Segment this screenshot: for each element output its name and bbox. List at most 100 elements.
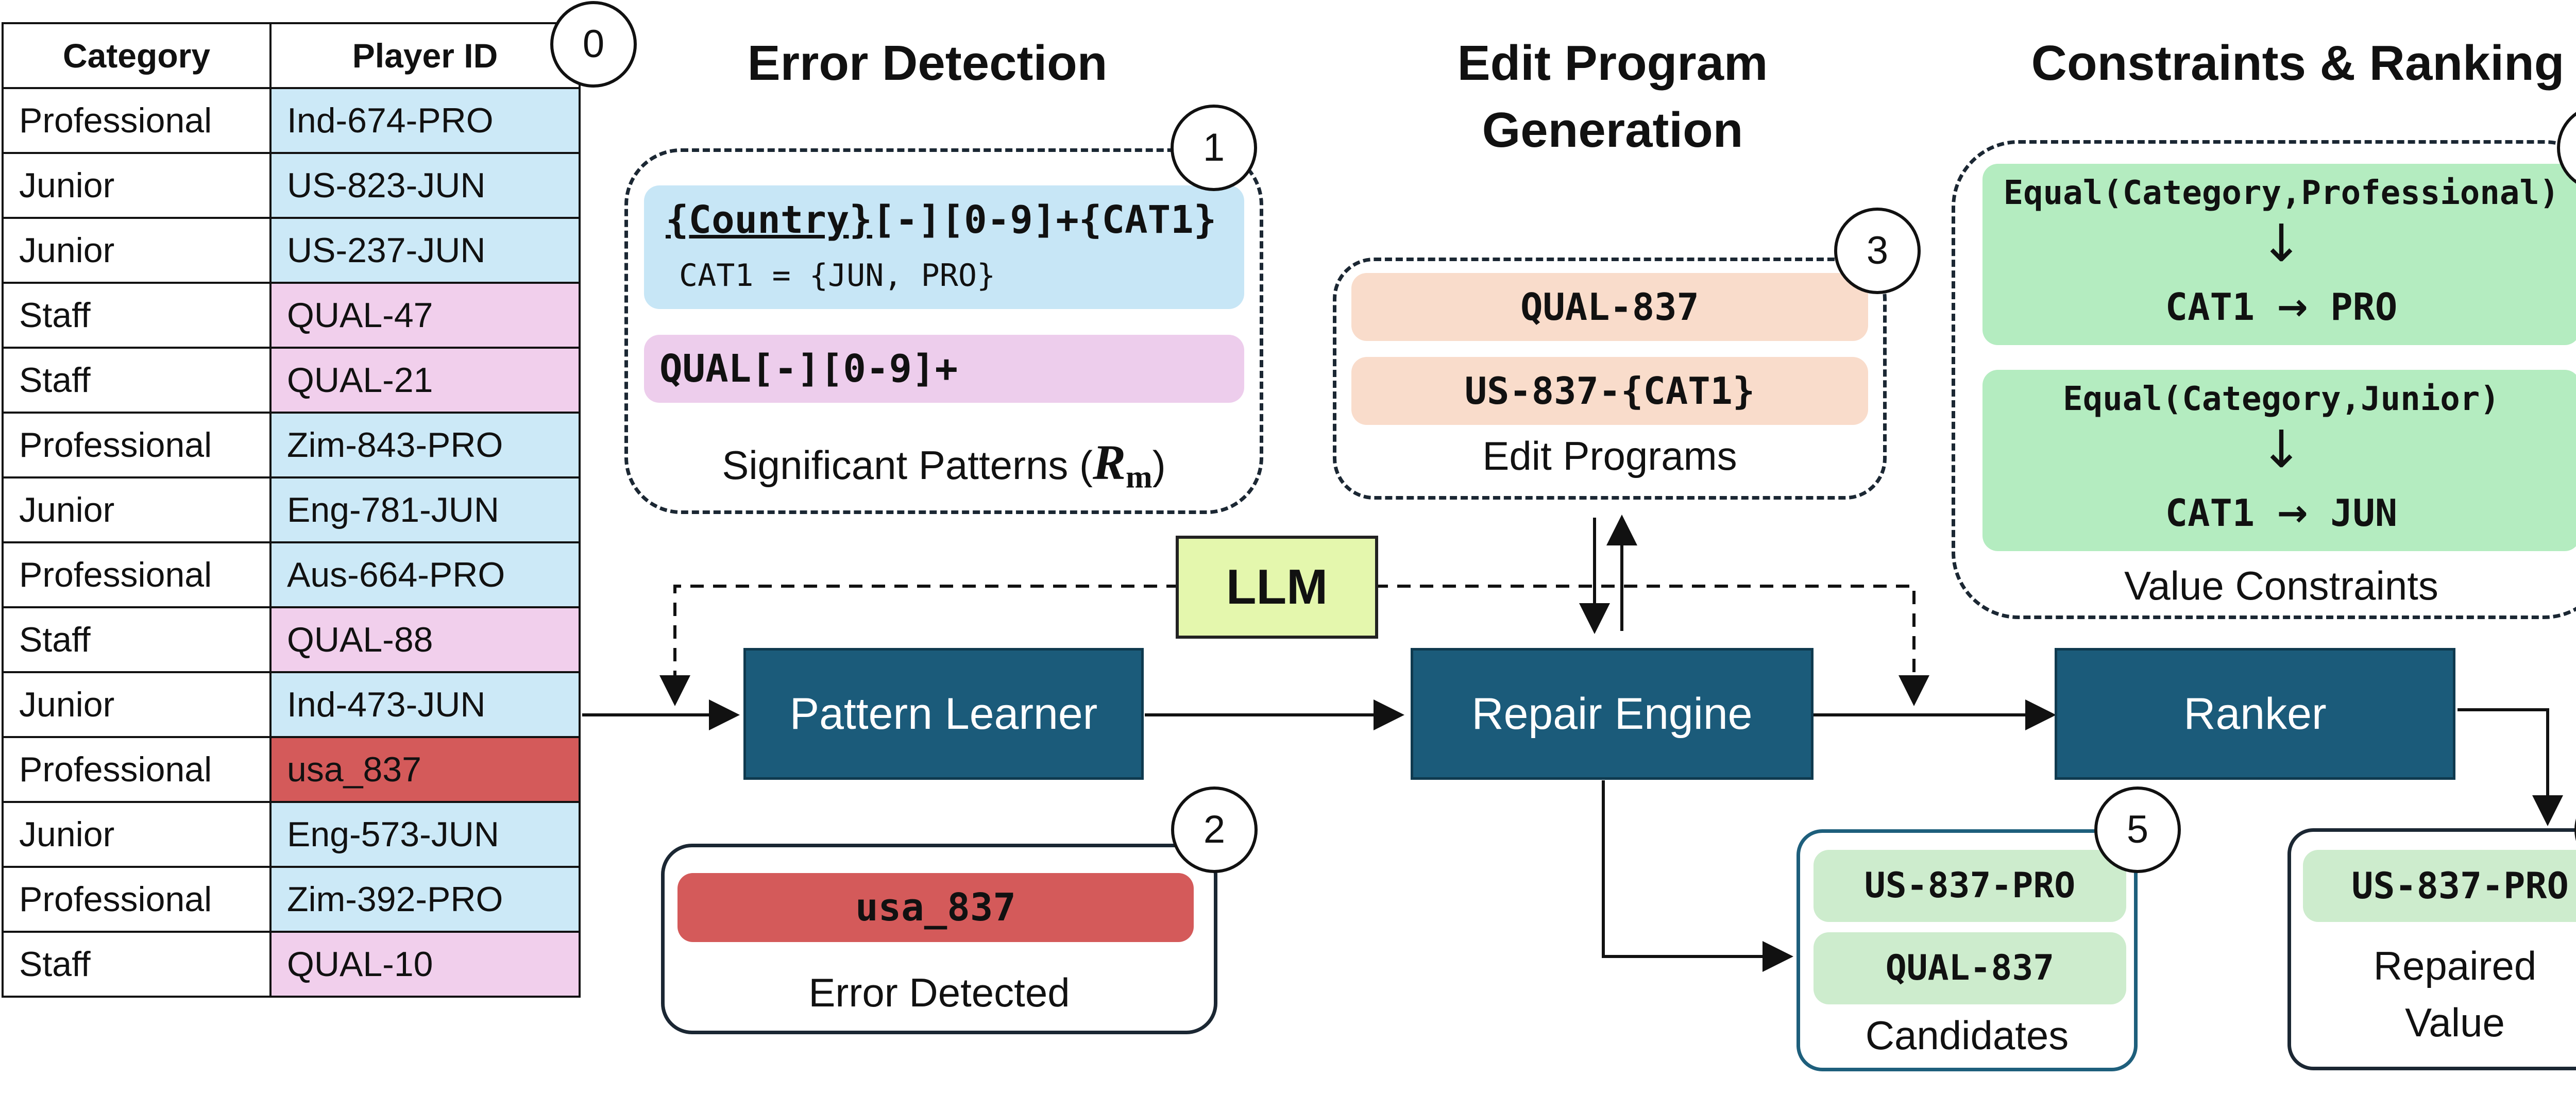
- edit-programs-caption: Edit Programs: [1482, 433, 1737, 478]
- candidate-chip-1: US-837-PRO: [1814, 850, 2126, 922]
- significant-patterns-group: [624, 148, 1263, 514]
- player-id-cell: Zim-392-PRO: [269, 866, 581, 933]
- heading-edit-program-line1: Edit Program: [1457, 36, 1768, 91]
- category-cell: Professional: [2, 866, 272, 933]
- caption-symbol-r: R: [1093, 435, 1126, 490]
- category-cell: Junior: [2, 217, 272, 284]
- arrow-engine-to-candidates: [1602, 780, 1793, 972]
- repaired-caption-line2: Value: [2405, 1000, 2505, 1045]
- arrow-ranker-to-repaired: [2458, 708, 2563, 826]
- player-id-cell: Ind-473-JUN: [269, 671, 581, 738]
- category-cell: Staff: [2, 347, 272, 414]
- category-cell: Junior: [2, 476, 272, 543]
- constraint-condition-professional: Equal(Category,Professional): [2003, 174, 2560, 212]
- edit-program-chip-1: QUAL-837: [1351, 273, 1868, 341]
- player-id-cell: Eng-781-JUN: [269, 476, 581, 543]
- heading-error-detection: Error Detection: [747, 36, 1108, 91]
- constraint-condition-junior: Equal(Category,Junior): [2063, 380, 2500, 418]
- pattern-chip-qual: QUAL[-][0-9]+: [644, 335, 1244, 403]
- player-id-cell: US-823-JUN: [269, 152, 581, 219]
- candidate-chip-2: QUAL-837: [1814, 932, 2126, 1004]
- constraint-result-professional: CAT1 → PRO: [1982, 285, 2576, 329]
- right-arrow-icon: →: [2277, 285, 2308, 329]
- edit-programs-group: [1333, 258, 1887, 500]
- arrow-llm-to-engine-output: [1375, 585, 1929, 706]
- player-id-cell: QUAL-88: [269, 606, 581, 673]
- player-id-cell: Eng-573-JUN: [269, 801, 581, 868]
- category-cell: Junior: [2, 671, 272, 738]
- player-id-cell: usa_837: [269, 736, 581, 803]
- player-id-cell: QUAL-47: [269, 282, 581, 349]
- repaired-value-chip: US-837-PRO: [2303, 850, 2576, 922]
- error-detected-caption: Error Detected: [808, 970, 1070, 1015]
- caption-subscript-m: m: [1126, 459, 1153, 495]
- down-arrow-icon: ↓: [2260, 213, 2303, 274]
- player-id-cell: Zim-843-PRO: [269, 412, 581, 478]
- constraint-cat-label: CAT1: [2165, 491, 2255, 535]
- step-number-3: 3: [1834, 208, 1921, 294]
- category-cell: Staff: [2, 606, 272, 673]
- category-cell: Professional: [2, 87, 272, 154]
- column-header-category: Category: [2, 22, 272, 89]
- repaired-caption-line1: Repaired: [2373, 943, 2537, 988]
- player-id-cell: US-237-JUN: [269, 217, 581, 284]
- heading-constraints-ranking: Constraints & Ranking: [2031, 36, 2565, 91]
- error-value-chip: usa_837: [677, 873, 1194, 942]
- player-id-cell: Aus-664-PRO: [269, 541, 581, 608]
- constraint-junior: Equal(Category,Junior) ↓ CAT1 → JUN: [1982, 370, 2576, 551]
- player-id-cell: QUAL-10: [269, 931, 581, 998]
- pattern-chip-country: {Country}[-][0-9]+{CAT1} CAT1 = {JUN, PR…: [644, 185, 1244, 309]
- step-number-1: 1: [1171, 105, 1257, 191]
- caption-prefix: Significant Patterns (: [722, 442, 1093, 488]
- category-cell: Staff: [2, 931, 272, 998]
- arrow-llm-to-learner: [659, 585, 1180, 706]
- repair-engine-box: Repair Engine: [1411, 648, 1814, 780]
- table-header-row: Category Player ID: [2, 22, 581, 89]
- step-number-5: 5: [2094, 787, 2181, 873]
- category-cell: Junior: [2, 152, 272, 219]
- constraint-result-value: PRO: [2330, 285, 2398, 329]
- category-cell: Staff: [2, 282, 272, 349]
- candidates-caption: Candidates: [1865, 1013, 2069, 1058]
- pattern-country-expression: {Country}[-][0-9]+{CAT1}: [666, 198, 1216, 242]
- category-cell: Professional: [2, 736, 272, 803]
- value-constraints-caption: Value Constraints: [2124, 563, 2438, 608]
- caption-suffix: ): [1152, 442, 1166, 488]
- player-id-cell: Ind-674-PRO: [269, 87, 581, 154]
- constraint-result-junior: CAT1 → JUN: [1982, 491, 2576, 535]
- column-header-player-id: Player ID: [269, 22, 581, 89]
- category-cell: Professional: [2, 412, 272, 478]
- value-constraints-group: [1952, 140, 2576, 619]
- pattern-country-rest: [-][0-9]+{CAT1}: [872, 198, 1217, 242]
- category-cell: Professional: [2, 541, 272, 608]
- right-arrow-icon: →: [2277, 491, 2308, 535]
- pattern-learner-box: Pattern Learner: [743, 648, 1144, 780]
- pattern-country-token: {Country}: [666, 198, 872, 242]
- heading-edit-program-line2: Generation: [1482, 102, 1743, 158]
- constraint-result-value: JUN: [2330, 491, 2398, 535]
- step-number-2: 2: [1171, 787, 1258, 873]
- pattern-cat1-definition: CAT1 = {JUN, PRO}: [679, 258, 996, 294]
- significant-patterns-caption: Significant Patterns (Rm): [624, 434, 1263, 496]
- step-number-0: 0: [550, 1, 637, 88]
- ranker-box: Ranker: [2055, 648, 2455, 780]
- constraint-cat-label: CAT1: [2165, 285, 2255, 329]
- category-cell: Junior: [2, 801, 272, 868]
- llm-box: LLM: [1176, 536, 1378, 639]
